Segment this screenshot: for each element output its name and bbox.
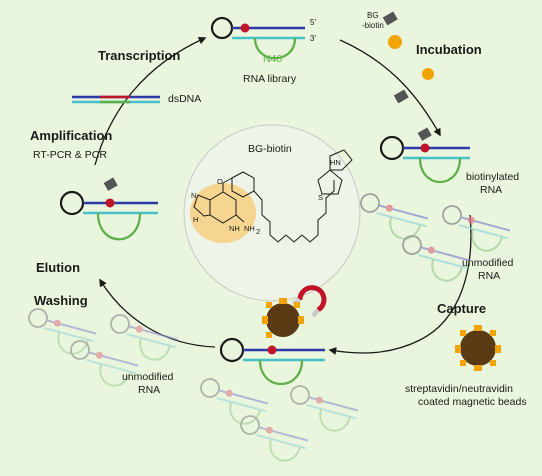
stage-elution: Elution [36,260,80,275]
center-title: BG-biotin [248,143,292,155]
magnetic-bead-captured [262,298,304,338]
chem-nh-label: NH [229,224,240,233]
arrow-elution-to-amplification [94,37,207,166]
beads-label-1: streptavidin/neutravidin [405,383,513,395]
chem-s-label: S [318,193,323,202]
bg-biotin-structure: O N NH NH 2 H S HN [190,149,353,243]
chem-h-label: H [193,215,198,224]
modification-site [240,23,250,33]
chem-nh2-sub: 2 [256,227,260,236]
rna-library-label: RNA library [243,73,297,85]
stage-amplification-sub: RT-PCR & PCR [33,149,107,161]
captured-rna-construct [219,337,325,385]
arrow-capture-to-elution [99,278,216,348]
center-circle [183,124,361,302]
unmodified-rna-bottom-group [200,378,359,462]
chem-hn-label: HN [330,158,341,167]
unmodified-rna-right-group [360,193,511,282]
stage-amplification: Amplification [30,128,112,143]
unmodified-left-label-2: RNA [138,384,160,396]
unmodified-right-label-1: unmodified [462,257,514,269]
eluted-rna-construct [59,177,158,241]
chem-nh2-label: NH [244,224,255,233]
dsdna-strand [72,95,160,104]
five-prime-label: 5' [310,18,316,27]
rna-library-construct: 5' 3' N40 [210,16,316,65]
beads-label-2: coated magnetic beads [418,396,527,408]
unmodified-rna-left-group [28,308,179,387]
n40-label: N40 [263,53,282,65]
dsdna-label: dsDNA [168,93,201,105]
unmodified-left-label-1: unmodified [122,371,174,383]
arrow-incubation-to-capture [328,214,472,355]
stage-capture: Capture [437,301,486,316]
bg-biotin-reagent-label-2: -biotin [362,21,384,30]
stage-incubation: Incubation [416,42,482,57]
chem-n-label: N [191,191,196,200]
arrow-library-to-incubation [339,39,441,137]
unmodified-right-label-2: RNA [478,270,500,282]
biotinylated-label-2: RNA [480,184,502,196]
guanine-highlight [190,183,256,243]
stage-washing: Washing [34,293,88,308]
cycle-arrows [94,37,472,355]
three-prime-label: 3' [310,34,316,43]
biotinylated-label-1: biotinylated [466,171,519,183]
magnetic-bead-right [455,325,501,371]
chem-o-label: O [217,177,223,186]
bg-biotin-reagent-label-1: BG [367,11,379,20]
biotinylated-rna-construct [379,127,470,183]
stage-transcription: Transcription [98,48,180,63]
bg-biotin-reagent [382,11,434,104]
